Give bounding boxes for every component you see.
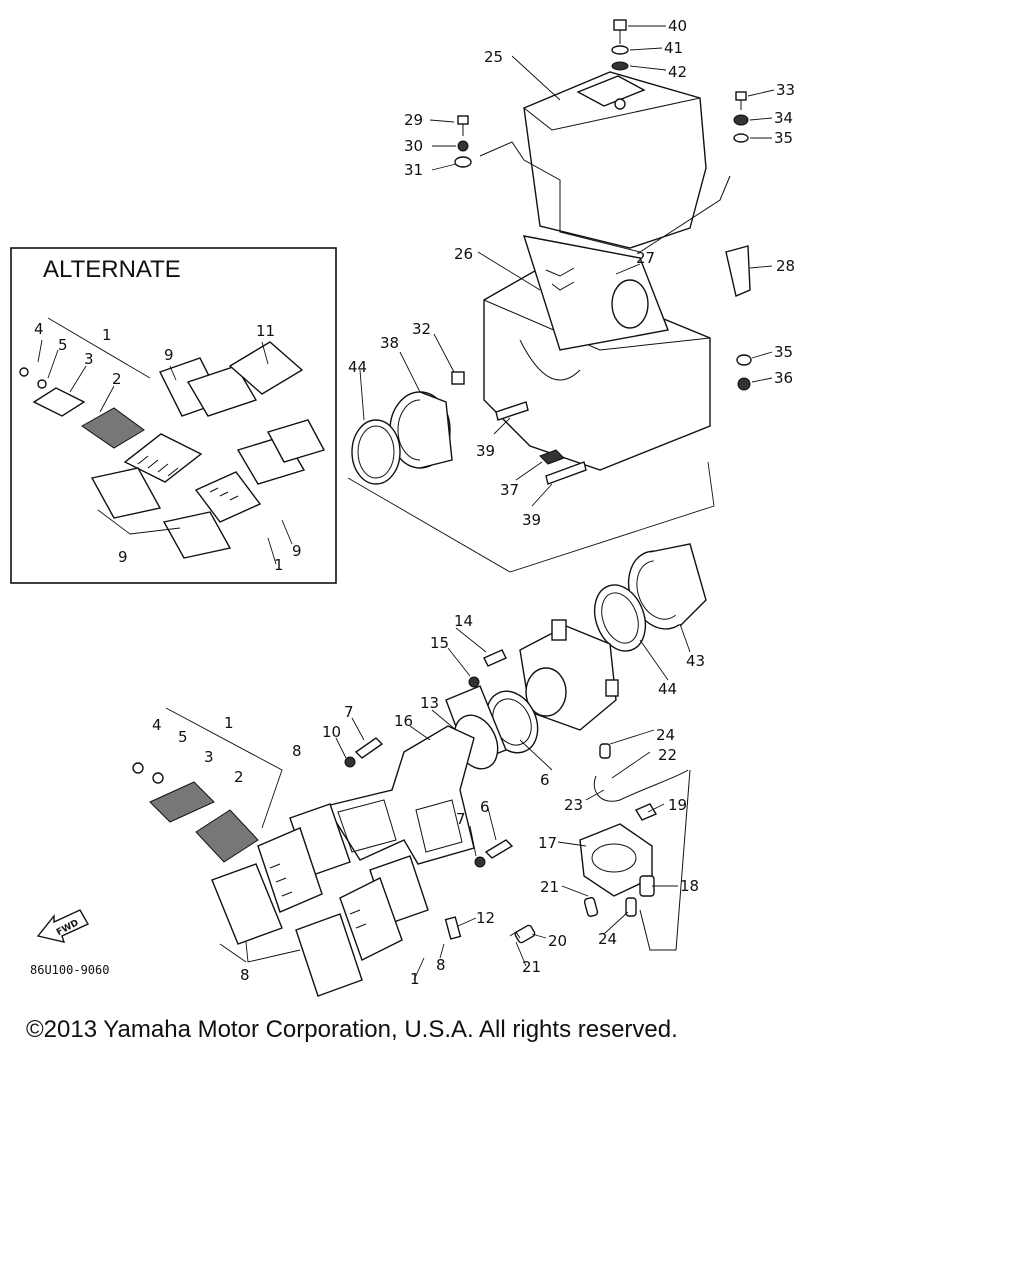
callout-8-bottom: 8 [240,966,250,984]
callout-26: 26 [454,245,473,263]
callout-41: 41 [664,39,683,57]
carburetor-joint [593,543,707,652]
callout-1-lower-bottom: 1 [410,970,420,988]
exploded-parts-diagram: ALTERNATE [10,17,795,997]
callout-18: 18 [680,877,699,895]
callout-leaders [335,25,775,967]
callout-31: 31 [404,161,423,179]
alt-callout-3: 3 [84,350,94,368]
callout-21-upper: 21 [540,878,559,896]
callout-1-lower-top: 1 [224,714,234,732]
fuel-pump [579,803,658,897]
copyright-notice: ©2013 Yamaha Motor Corporation, U.S.A. A… [26,1016,678,1043]
lower-brackets [165,707,445,981]
forward-arrow: FWD [36,909,89,943]
callout-34: 34 [774,109,793,127]
callout-40: 40 [668,17,687,35]
callout-23: 23 [564,796,583,814]
callout-10: 16 [394,712,413,730]
callout-15: 15 [430,634,449,652]
callout-35-lower: 35 [774,343,793,361]
alt-callout-2: 2 [112,370,122,388]
inset-reed-assembly [19,341,326,559]
callout-25: 25 [484,48,503,66]
callout-8-right: 8 [436,956,446,974]
alt-callout-1-top: 1 [102,326,112,344]
manifold-bolts [344,649,514,940]
alt-callout-9-top: 9 [164,346,174,364]
callout-21-lower: 21 [522,958,541,976]
callout-39-lower: 39 [522,511,541,529]
callout-20: 20 [548,932,567,950]
fuel-lines [509,743,691,951]
callout-8-upper: 8 [292,742,302,760]
callout-5-lower: 5 [178,728,188,746]
alt-callout-9-bottom: 9 [118,548,128,566]
drawing-code: 86U100-9060 [30,963,109,977]
callout-44-upper: 44 [348,358,367,376]
air-box-cover [479,71,731,253]
alt-callout-9-right: 9 [292,542,302,560]
callout-42: 42 [668,63,687,81]
air-box-case [483,235,751,471]
callout-12: 12 [476,909,495,927]
callout-7-upper: 10 [322,723,341,741]
callout-labels: 40 41 42 25 33 34 35 29 30 31 26 27 28 3… [34,17,795,988]
callout-24-lower: 24 [598,930,617,948]
callout-29: 29 [404,111,423,129]
callout-16: 6 [540,771,550,789]
callout-14: 14 [454,612,473,630]
callout-3-lower: 3 [204,748,214,766]
alt-callout-5: 5 [58,336,68,354]
callout-2-lower: 2 [234,768,244,786]
reed-valve-assembly [132,762,429,997]
callout-38: 38 [380,334,399,352]
alt-callout-1-bottom: 1 [274,556,284,574]
intake-manifold [324,725,475,865]
callout-43: 43 [686,652,705,670]
callout-33: 33 [776,81,795,99]
callout-37: 37 [500,481,519,499]
callout-36: 36 [774,369,793,387]
alternate-inset: ALTERNATE [10,247,337,584]
callout-13: 13 [420,694,439,712]
alternate-title: ALTERNATE [43,256,181,283]
callout-30: 30 [404,137,423,155]
cover-bolt-set [611,19,629,71]
callout-44-lower: 44 [658,680,677,698]
callout-32: 32 [412,320,431,338]
callout-19: 19 [668,796,687,814]
assembly-bracket [347,461,715,573]
small-hardware [451,91,752,391]
callout-4-lower: 4 [152,716,162,734]
alt-callout-11: 11 [256,322,275,340]
callout-6-upper: 7 [344,703,354,721]
callout-27: 27 [636,249,655,267]
callout-7-lower: 7 [456,810,466,828]
callout-28: 28 [776,257,795,275]
callout-39-upper: 39 [476,442,495,460]
callout-24-upper: 24 [656,726,675,744]
callout-6-lower: 6 [480,798,490,816]
air-duct-and-clamps [351,391,587,485]
alt-callout-4: 4 [34,320,44,338]
callout-17: 17 [538,834,557,852]
callout-22: 22 [658,746,677,764]
callout-35-top: 35 [774,129,793,147]
